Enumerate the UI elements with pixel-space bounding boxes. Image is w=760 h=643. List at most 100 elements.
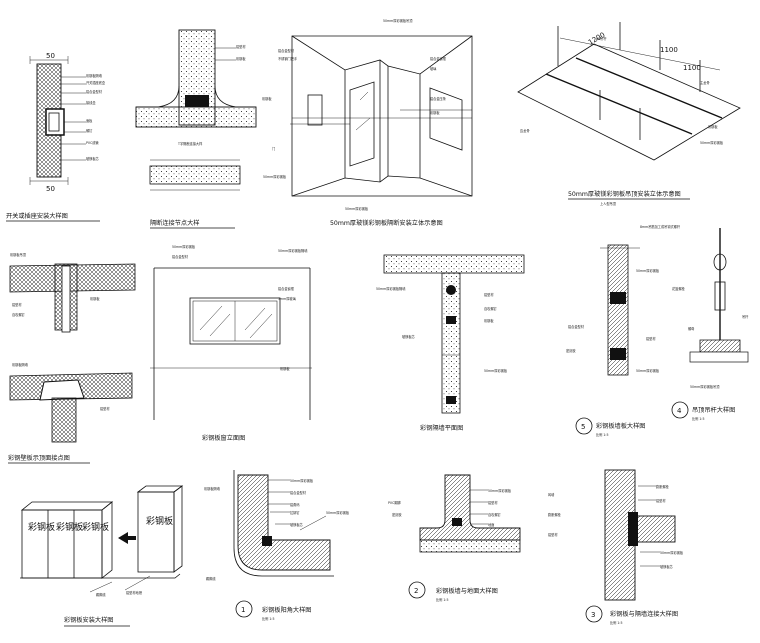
svg-text:拉铆钉: 拉铆钉 xyxy=(290,510,300,515)
svg-text:踢脚线: 踢脚线 xyxy=(96,592,106,597)
svg-text:花篮螺栓: 花篮螺栓 xyxy=(672,286,686,291)
svg-text:彩钢板隔墙: 彩钢板隔墙 xyxy=(204,486,221,491)
svg-text:50mm厚彩钢板: 50mm厚彩钢板 xyxy=(700,140,724,145)
svg-text:主龙骨: 主龙骨 xyxy=(700,80,710,85)
ceiling-dim-c: 1100 xyxy=(683,64,701,72)
svg-text:彩钢板: 彩钢板 xyxy=(708,124,718,129)
hanger-title: 吊顶吊杆大样图 xyxy=(692,406,735,414)
svg-text:50mm厚彩钢板吊顶: 50mm厚彩钢板吊顶 xyxy=(383,18,413,23)
svg-text:50mm厚彩钢板吊顶: 50mm厚彩钢板吊顶 xyxy=(690,384,720,389)
svg-text:面板: 面板 xyxy=(86,118,93,123)
panel-text-4: 彩钢板 xyxy=(146,515,173,527)
svg-text:玻镁板芯: 玻镁板芯 xyxy=(86,156,100,161)
svg-text:吊杆: 吊杆 xyxy=(742,314,749,319)
wall-joint-scale: 比例 1:5 xyxy=(610,620,623,625)
svg-text:螺母: 螺母 xyxy=(688,326,694,331)
svg-text:彩钢板: 彩钢板 xyxy=(90,296,100,301)
wall-section-title: 彩钢板墙板大样图 xyxy=(596,422,646,430)
svg-text:自攻螺钉: 自攻螺钉 xyxy=(484,306,498,311)
svg-text:50mm厚彩钢板: 50mm厚彩钢板 xyxy=(636,268,660,273)
svg-text:玻璃: 玻璃 xyxy=(430,66,437,71)
svg-text:50mm厚彩钢板隔墙: 50mm厚彩钢板隔墙 xyxy=(278,248,308,253)
svg-text:接线盒: 接线盒 xyxy=(86,100,96,105)
svg-text:铝型材: 铝型材 xyxy=(646,336,656,341)
svg-text:彩钢板: 彩钢板 xyxy=(262,96,272,101)
hanger-scale: 比例 1:5 xyxy=(692,416,705,421)
ceiling-title: 50mm厚玻镁彩钢板吊顶安装立体示意图 xyxy=(568,190,681,198)
svg-text:铝角码: 铝角码 xyxy=(290,502,300,507)
svg-text:50mm厚彩钢板: 50mm厚彩钢板 xyxy=(636,368,660,373)
switch-socket-title: 开关或插座安装大样图 xyxy=(6,212,68,220)
svg-text:铝型材: 铝型材 xyxy=(484,292,494,297)
svg-text:50mm厚彩钢板: 50mm厚彩钢板 xyxy=(326,510,350,515)
svg-text:螺钉: 螺钉 xyxy=(86,128,93,133)
window-elev-title: 彩钢板窗立面图 xyxy=(202,434,245,442)
svg-text:彩钢板: 彩钢板 xyxy=(236,56,246,61)
svg-text:铝合金型材: 铝合金型材 xyxy=(568,324,585,329)
svg-text:50mm厚彩钢板: 50mm厚彩钢板 xyxy=(263,174,287,179)
svg-text:PVC踢脚: PVC踢脚 xyxy=(388,500,401,505)
svg-text:彩钢板: 彩钢板 xyxy=(280,366,290,371)
svg-text:50mm厚彩钢板: 50mm厚彩钢板 xyxy=(345,206,369,211)
panel-text-2: 彩钢板 xyxy=(56,521,83,533)
hanger-number: 4 xyxy=(677,407,682,415)
svg-text:铝合金型材: 铝合金型材 xyxy=(278,48,295,53)
svg-text:铝合金压条: 铝合金压条 xyxy=(430,96,447,101)
svg-text:玻镁板芯: 玻镁板芯 xyxy=(402,334,416,339)
corner-scale: 比例 1:5 xyxy=(262,616,275,621)
wall-section-scale: 比例 1:5 xyxy=(596,432,609,437)
wall-joint-number: 3 xyxy=(591,611,595,619)
panel-text-1: 彩钢板 xyxy=(28,521,55,533)
svg-text:密封胶: 密封胶 xyxy=(566,348,576,353)
svg-text:铝合金型材: 铝合金型材 xyxy=(172,254,189,259)
svg-text:铝型材: 铝型材 xyxy=(656,498,666,503)
svg-text:踢脚线: 踢脚线 xyxy=(206,576,216,581)
floor-joint-number: 2 xyxy=(414,587,418,595)
svg-text:自攻螺钉: 自攻螺钉 xyxy=(488,512,502,517)
svg-text:膨胀螺栓: 膨胀螺栓 xyxy=(548,512,562,517)
svg-text:铝型材: 铝型材 xyxy=(488,500,498,505)
wall-section-number: 5 xyxy=(581,423,585,431)
svg-text:不锈钢门把手: 不锈钢门把手 xyxy=(278,56,298,61)
svg-text:玻镁板芯: 玻镁板芯 xyxy=(290,522,304,527)
svg-text:砖墙: 砖墙 xyxy=(548,492,555,497)
svg-text:开关插座底盒: 开关插座底盒 xyxy=(86,80,106,85)
svg-text:φ8吊杆: φ8吊杆 xyxy=(596,36,607,41)
svg-text:彩钢板隔墙: 彩钢板隔墙 xyxy=(86,73,103,78)
svg-text:50mm厚彩钢板: 50mm厚彩钢板 xyxy=(172,244,196,249)
svg-text:5mm厚玻璃: 5mm厚玻璃 xyxy=(278,296,297,301)
svg-text:铝合金型材: 铝合金型材 xyxy=(86,89,103,94)
dim-bottom: 50 xyxy=(46,185,55,193)
svg-text:铝型材: 铝型材 xyxy=(100,406,110,411)
install-3d-title: 50mm厚玻镁彩钢板隔断安装立体示意图 xyxy=(330,219,443,227)
svg-text:50mm厚彩钢板: 50mm厚彩钢板 xyxy=(660,550,684,555)
svg-text:密封胶: 密封胶 xyxy=(392,512,402,517)
svg-text:T字隔断连接大样: T字隔断连接大样 xyxy=(177,141,203,146)
panel-install-title: 彩钢板安装大样图 xyxy=(64,616,114,624)
partition-3d-detail: 50mm厚彩钢板吊顶 铝合金型材不锈钢门把手 铝合金窗框玻璃 彩钢板铝合金压条 … xyxy=(262,18,473,227)
svg-text:铝合金窗框: 铝合金窗框 xyxy=(278,286,295,291)
svg-text:膨胀螺栓: 膨胀螺栓 xyxy=(656,484,670,489)
svg-text:铝型材: 铝型材 xyxy=(12,302,22,307)
panel-install-detail: 彩钢板 彩钢板 彩钢板 彩钢板 踢脚线铝型材地槽 彩钢板安装大样图 xyxy=(20,485,184,627)
svg-text:50mm厚彩钢板: 50mm厚彩钢板 xyxy=(290,478,314,483)
ceiling-dim-b: 1100 xyxy=(660,46,678,54)
corner-title: 彩钢板阳角大样图 xyxy=(262,606,312,614)
partition-node-title: 隔断连接节点大样 xyxy=(150,219,200,227)
svg-text:50mm厚彩钢板: 50mm厚彩钢板 xyxy=(484,368,508,373)
svg-text:铝型材: 铝型材 xyxy=(548,532,558,537)
svg-text:50mm厚彩钢板隔墙: 50mm厚彩钢板隔墙 xyxy=(376,286,406,291)
svg-text:自攻螺钉: 自攻螺钉 xyxy=(12,312,26,317)
svg-text:PVC线管: PVC线管 xyxy=(86,140,99,145)
